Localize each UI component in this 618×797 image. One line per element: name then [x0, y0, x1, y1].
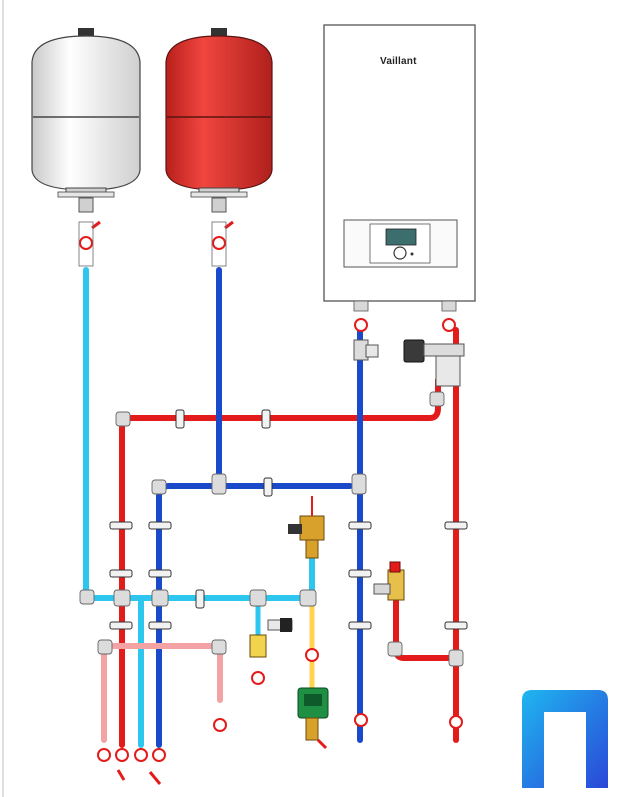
pipe-fittings: [79, 391, 464, 667]
logo-icon: [522, 690, 608, 788]
boiler-brand-label: Vaillant: [380, 56, 417, 67]
safety-valve-icon: [353, 339, 379, 361]
fill-cold-pipe: [83, 267, 303, 601]
expansion-vessel-red-icon: [165, 28, 273, 198]
pipe-clamps: [109, 409, 468, 630]
boiler-display: [385, 228, 417, 246]
ball-valve-icon: [78, 197, 463, 785]
boiler-unit: [323, 24, 476, 312]
expansion-vessel-white-icon: [31, 28, 141, 198]
magnetic-filter-icon: [403, 339, 465, 387]
check-valve-icon: [249, 618, 293, 658]
pump-icon: [297, 687, 329, 750]
relief-valve-icon: [373, 561, 405, 601]
boiler-knob: [393, 246, 407, 260]
mixing-valve-icon: [288, 496, 325, 559]
